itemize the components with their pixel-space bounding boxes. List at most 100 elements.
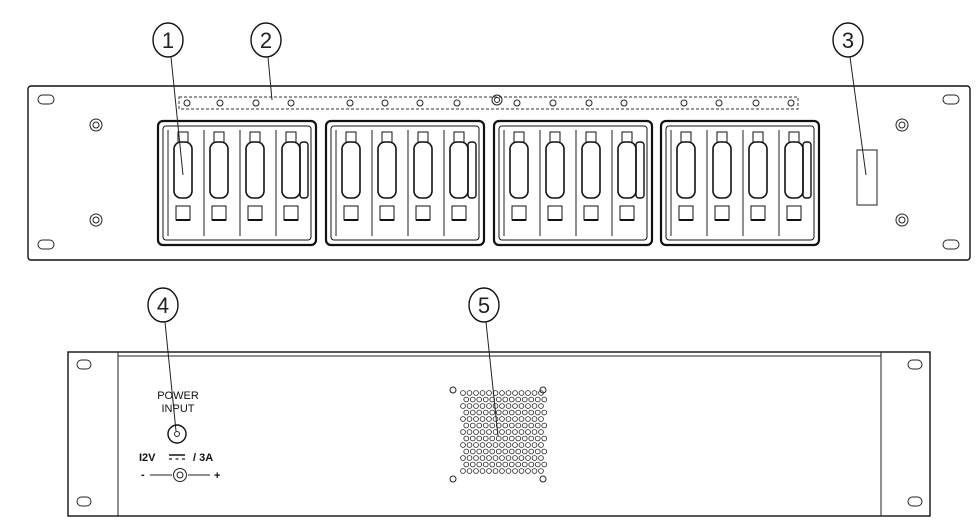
vent-hole (515, 396, 522, 403)
vent-hole (476, 435, 483, 442)
vent-hole (482, 396, 489, 403)
vent-hole (492, 442, 499, 448)
vent-hole (486, 429, 492, 435)
led-indicator (752, 99, 760, 107)
vent-hole (495, 396, 502, 403)
vent-hole (538, 468, 544, 474)
screw (895, 118, 909, 132)
vent-hole (525, 468, 531, 474)
vent-hole (499, 416, 505, 422)
callout-2: 2 (250, 22, 282, 101)
led-indicator (787, 99, 795, 107)
slot-group (324, 119, 486, 247)
slot-contact (678, 205, 694, 221)
vent-hole (479, 429, 486, 435)
fan-mount-screw (539, 475, 547, 483)
vent-hole (466, 455, 473, 461)
vent-hole (476, 409, 483, 416)
vent-hole (482, 435, 489, 442)
slot-contact (750, 205, 766, 221)
fan-mount-screw (449, 386, 457, 394)
vent-hole (486, 455, 492, 461)
vent-hole (512, 390, 518, 396)
fan-mount-screw (539, 386, 547, 394)
battery-terminal (585, 131, 597, 143)
battery-slot (167, 130, 193, 236)
vent-hole (521, 435, 528, 442)
vent-hole (528, 422, 535, 429)
vent-hole (463, 448, 470, 455)
vent-hole (476, 422, 483, 429)
leader-line (485, 321, 499, 437)
rack-slot (942, 239, 960, 250)
vent-hole (482, 461, 489, 468)
led-indicator (549, 99, 557, 107)
vent-hole (525, 455, 531, 461)
vent-hole (515, 409, 522, 416)
vent-hole (505, 442, 512, 448)
vent-hole (466, 390, 473, 396)
vent-hole (505, 429, 512, 435)
battery-slot-groups (156, 119, 821, 247)
vent-hole (505, 403, 512, 409)
vent-hole (482, 422, 489, 429)
power-spec-current: / 3A (193, 452, 213, 464)
slot-contact (283, 205, 299, 221)
callout-number: 5 (478, 293, 490, 318)
slot-group-inner (665, 125, 815, 241)
vent-hole (466, 403, 473, 409)
vent-hole (495, 422, 502, 429)
leader-line (164, 321, 177, 432)
vent-hole (469, 396, 476, 403)
battery-slot (371, 130, 397, 236)
polarity-plus: + (214, 470, 220, 482)
slot-group-frame (324, 119, 486, 247)
slot-contact (451, 205, 467, 221)
battery-slot (335, 130, 361, 236)
vent-hole (473, 468, 479, 474)
rear-panel-outline (67, 351, 931, 517)
led-indicator (287, 99, 295, 107)
vent-hole (508, 396, 515, 403)
vent-hole (499, 403, 505, 409)
vent-hole (463, 435, 470, 442)
vent-hole (486, 390, 492, 396)
front-panel-outline (27, 85, 971, 261)
vent-hole (466, 429, 473, 435)
vent-hole (505, 416, 512, 422)
slot-group (156, 119, 318, 247)
vent-hole (508, 448, 515, 455)
battery-cell (712, 141, 732, 199)
callout-1: 1 (152, 22, 184, 176)
battery-cell (449, 141, 469, 199)
vent-hole (460, 390, 466, 396)
vent-hole (541, 461, 548, 468)
battery-cell (281, 141, 301, 199)
vent-hole (469, 409, 476, 416)
vent-hole (531, 429, 538, 435)
rear-panel: POWER INPUT I2V / 3A - + (67, 351, 931, 517)
vent-hole (486, 416, 492, 422)
rack-slot (907, 359, 923, 370)
vent-hole (528, 409, 535, 416)
dc-symbol-icon (169, 454, 185, 460)
vent-hole (460, 416, 466, 422)
rack-slot (76, 496, 92, 507)
vent-hole (479, 455, 486, 461)
battery-slot (670, 130, 696, 236)
vent-hole (541, 435, 548, 442)
vent-hole (521, 422, 528, 429)
led-indicator (346, 99, 354, 107)
vent-hole (502, 461, 509, 468)
vent-hole (489, 409, 496, 416)
slot-group (492, 119, 654, 247)
vent-hole (515, 448, 522, 455)
battery-cell (173, 141, 193, 199)
power-spec-voltage: I2V (139, 452, 156, 464)
battery-slot (239, 130, 265, 236)
rack-slot (942, 94, 960, 105)
led-indicator-strip (178, 96, 799, 110)
vent-hole (531, 442, 538, 448)
vent-hole (463, 396, 470, 403)
